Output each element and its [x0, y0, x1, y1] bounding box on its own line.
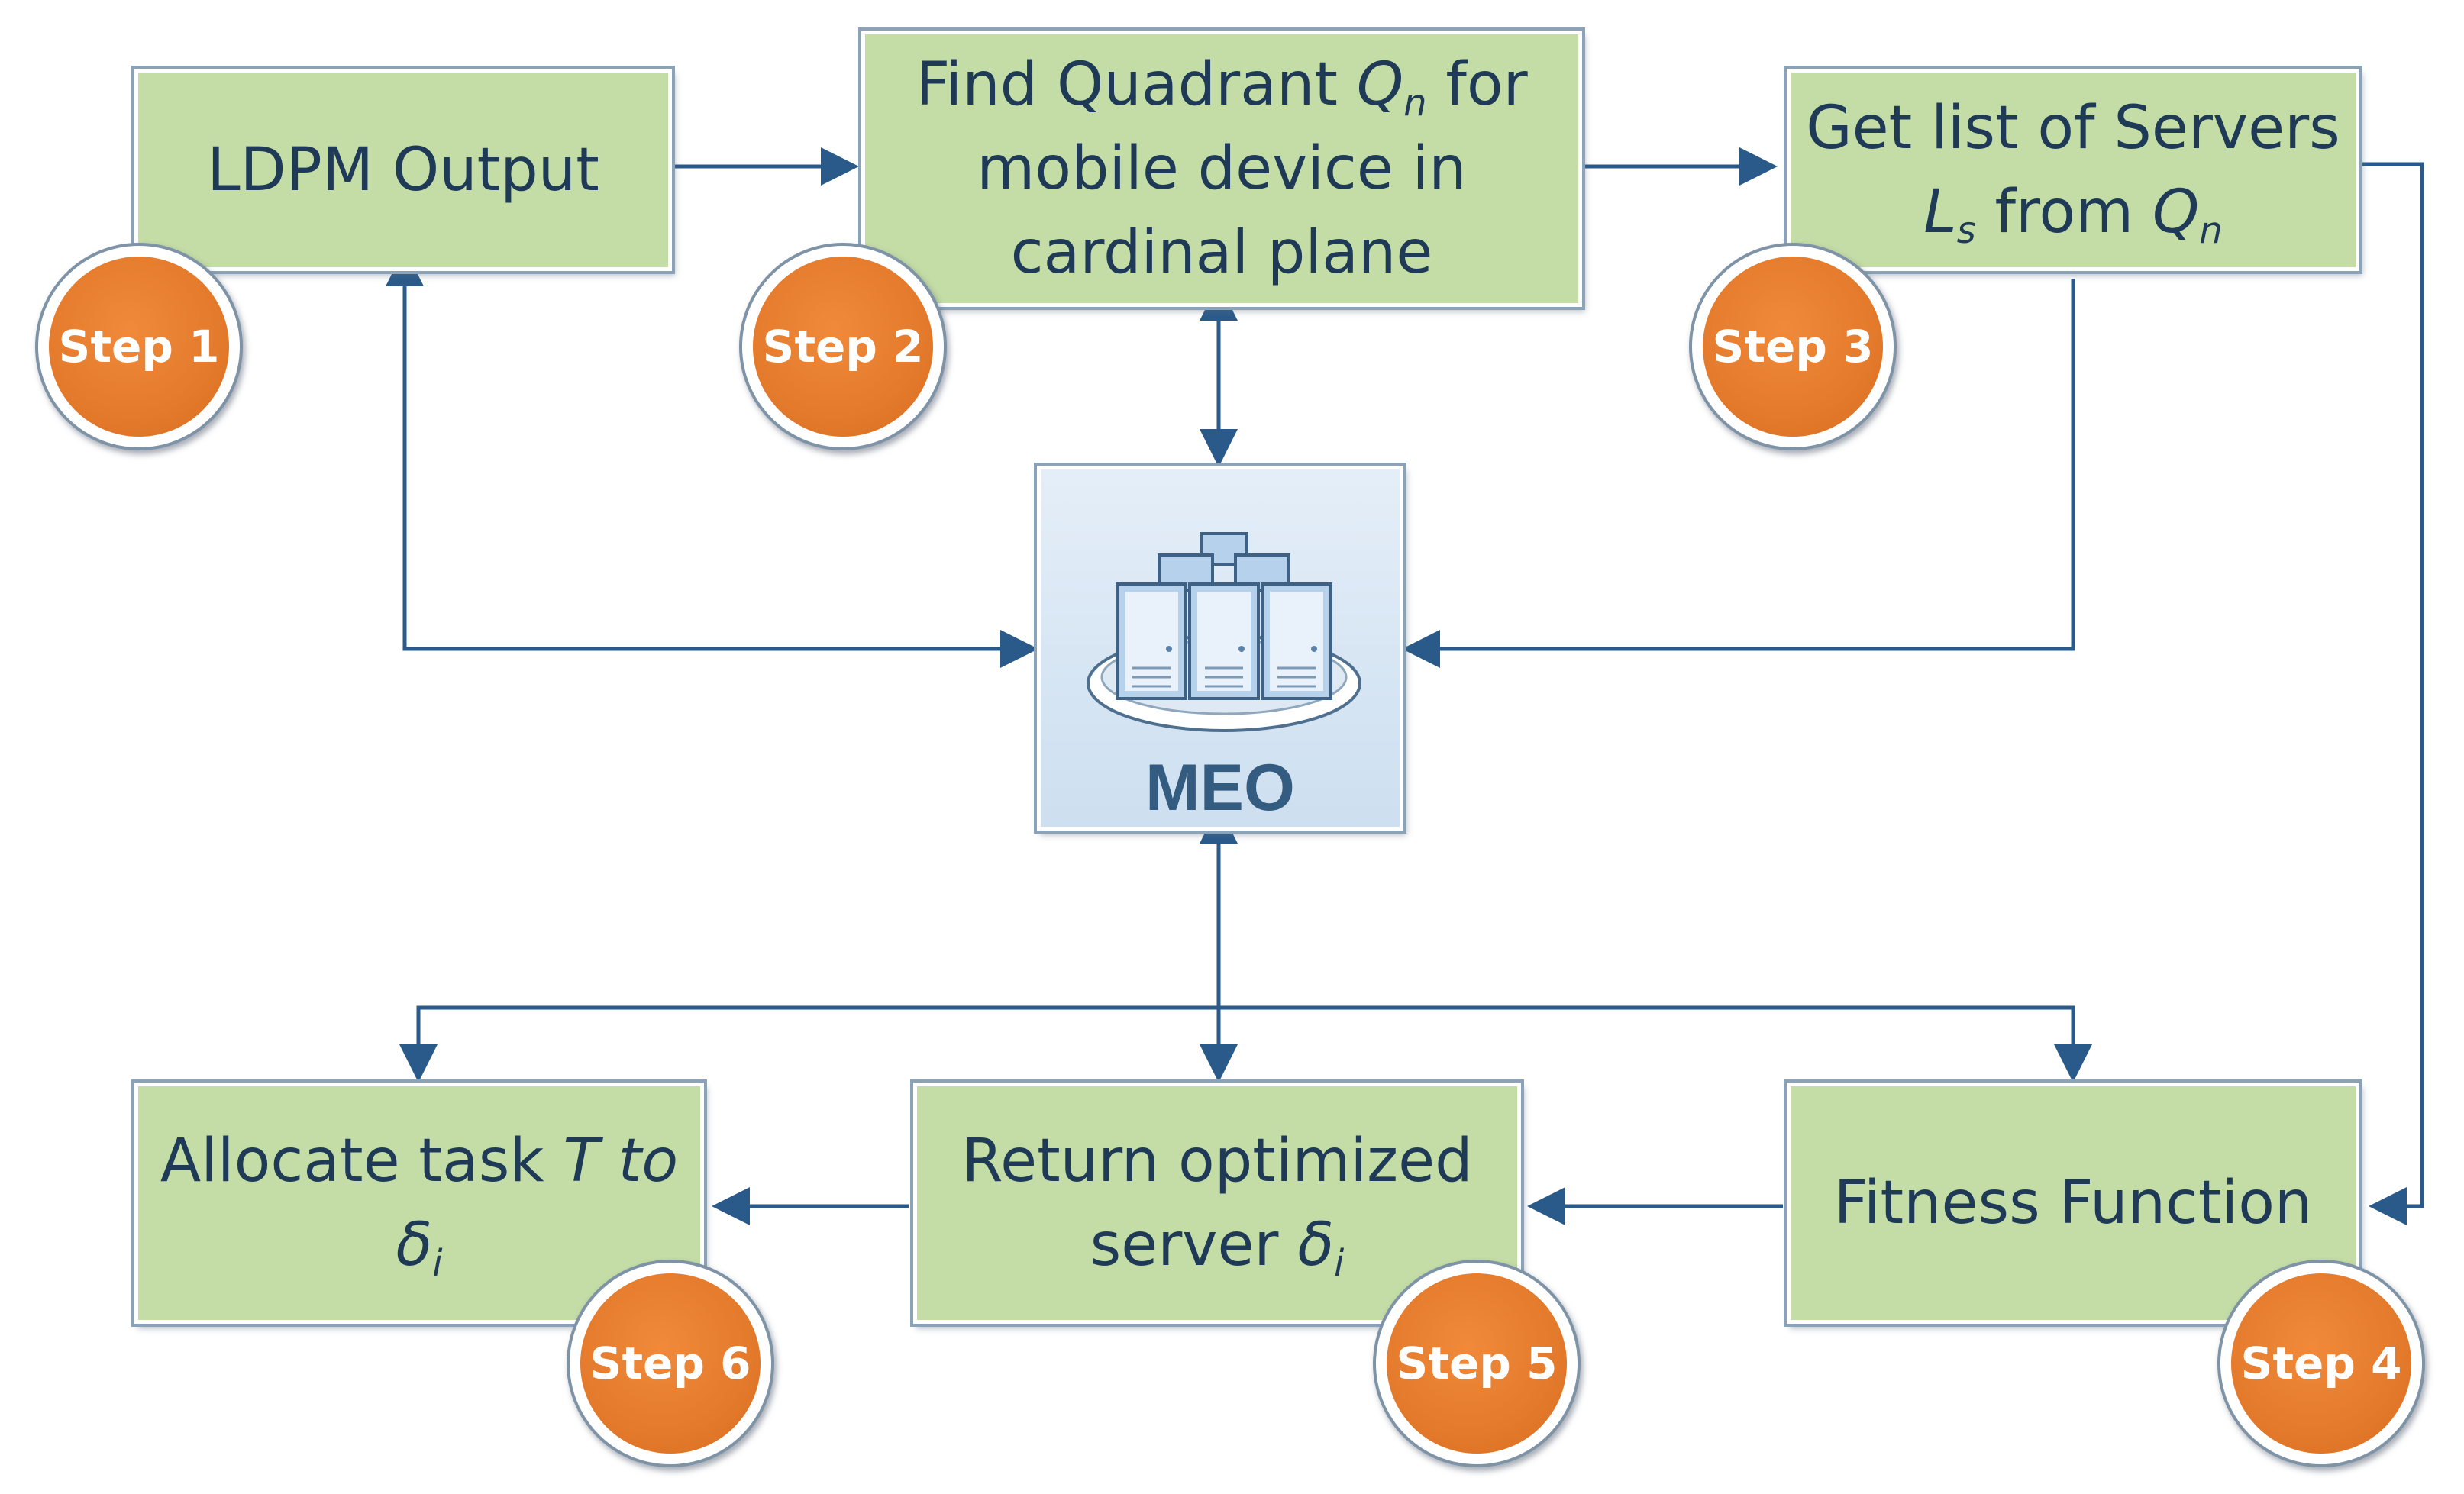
step-2-badge: Step 2 — [739, 243, 947, 450]
step-3-text: Get list of Servers Ls from Qn — [1806, 86, 2340, 254]
step-5-line-2: server δi — [1090, 1211, 1345, 1285]
step-3-badge: Step 3 — [1689, 243, 1897, 450]
step-4-badge: Step 4 — [2217, 1260, 2425, 1467]
step-2-line-1: Find Quadrant Qn for — [916, 50, 1528, 124]
step-6-line-1: Allocate task T to δi — [160, 1127, 679, 1285]
step-1-badge-label: Step 1 — [49, 257, 229, 437]
arrow-step1-meo — [386, 248, 1038, 668]
step-5-badge-label: Step 5 — [1387, 1273, 1567, 1454]
step-6-text: Allocate task T to δi — [138, 1119, 700, 1287]
step-4-badge-label: Step 4 — [2231, 1273, 2411, 1454]
step-3-badge-label: Step 3 — [1703, 257, 1883, 437]
step-5-line-1: Return optimized — [961, 1127, 1473, 1196]
step-2-text: Find Quadrant Qn for mobile device in card… — [916, 43, 1527, 295]
arrow-meo-step4 — [1219, 1005, 2092, 1083]
step-3-box: Get list of Servers Ls from Qn — [1784, 66, 2362, 274]
arrow-meo-step6 — [399, 1005, 1219, 1083]
step-2-badge-label: Step 2 — [753, 257, 933, 437]
step-6-badge: Step 6 — [567, 1260, 774, 1467]
step-2-box: Find Quadrant Qn for mobile device in card… — [858, 27, 1585, 310]
meo-label: MEO — [1145, 751, 1295, 824]
step-1-line-1: LDPM Output — [207, 135, 599, 205]
server-cluster-icon — [1087, 532, 1361, 732]
arrow-step3-meo — [1402, 279, 2075, 668]
step-1-text: LDPM Output — [207, 128, 599, 212]
step-3-line-1: Get list of Servers — [1806, 93, 2340, 163]
step-5-badge: Step 5 — [1373, 1260, 1581, 1467]
step-4-line-1: Fitness Function — [1833, 1169, 2313, 1237]
step-2-line-3: cardinal plane — [1010, 218, 1433, 287]
step-6-badge-label: Step 6 — [580, 1273, 761, 1454]
meo-node: MEO — [1034, 463, 1406, 834]
step-1-box: LDPM Output — [131, 66, 675, 274]
step-5-text: Return optimized server δi — [961, 1119, 1472, 1287]
step-1-badge: Step 1 — [35, 243, 243, 450]
step-3-line-2: Ls from Qn — [1923, 177, 2223, 252]
step-4-text: Fitness Function — [1834, 1161, 2313, 1245]
arrow-step3-to-step4 — [2359, 162, 2424, 1225]
step-2-line-2: mobile device in — [977, 134, 1467, 203]
